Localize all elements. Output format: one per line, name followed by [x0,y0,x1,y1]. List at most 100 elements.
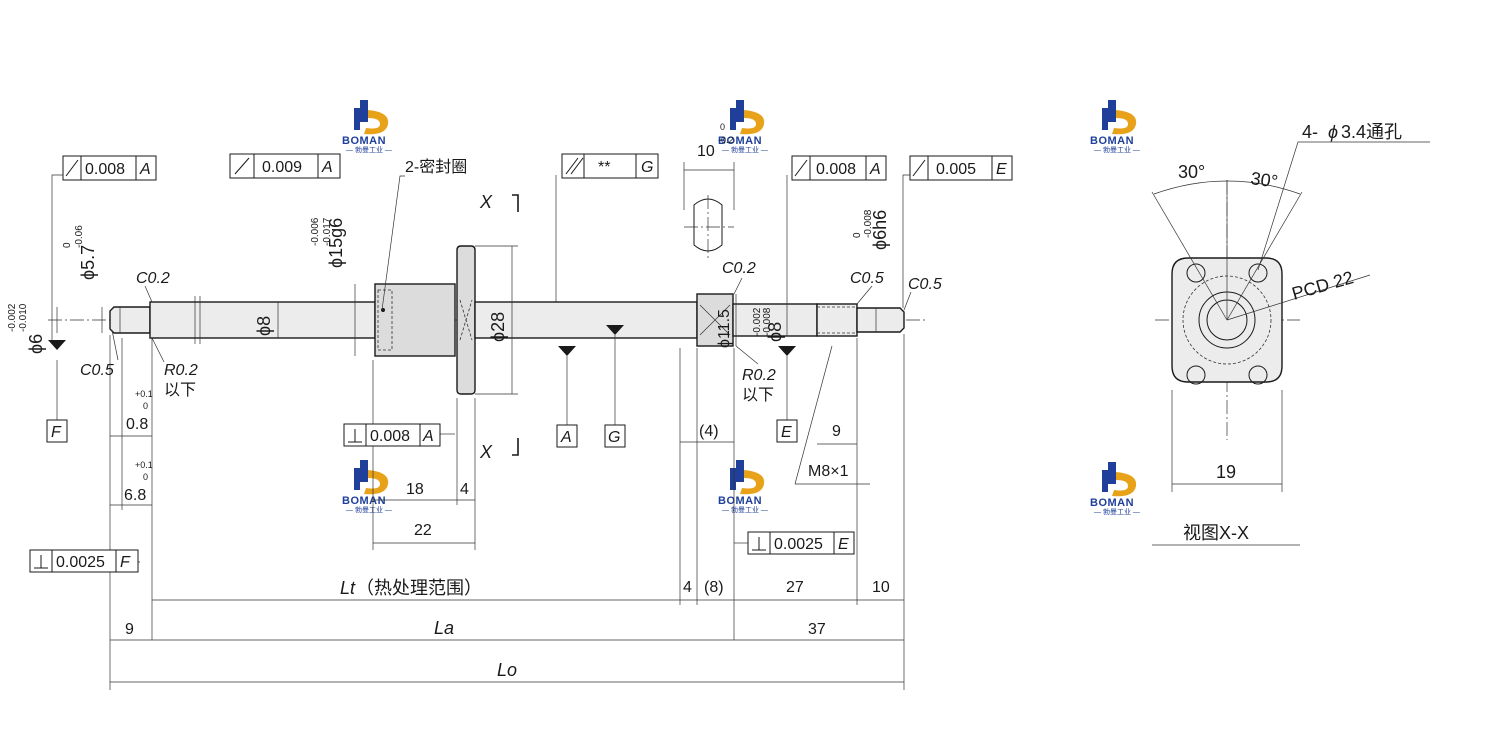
datum-a-triangle [558,346,576,356]
holes-phi: ϕ [1328,122,1338,142]
gdt-frame-perp-f: 0.0025 F [29,549,139,573]
section-mark-bottom: X [479,442,493,462]
screw-shaft-right [474,301,698,339]
brand-name: BOMAN [718,135,762,147]
svg-text:F: F [120,554,131,571]
datum-g-box: G [604,424,626,448]
datum-e-box: E [776,419,798,443]
mount-hole [1248,365,1268,385]
svg-text:0: 0 [852,232,863,238]
annotations: 2-密封圈 X X C0.2 C0.5 R0.2 以下 C0.2 R0.2 以下… [80,158,942,480]
svg-text:-0.002: -0.002 [7,303,18,332]
dim-v19: 19 [1216,462,1236,482]
svg-text:-0.06: -0.06 [74,225,85,248]
dim-t9: 9 [832,423,841,440]
svg-text:-0.002: -0.002 [752,307,763,336]
holes-count: 4- [1302,122,1318,142]
mount-hole [1248,263,1268,283]
angle-left: 30° [1178,162,1205,182]
dim-p4: (4) [699,423,719,440]
svg-text:0: 0 [62,242,73,248]
svg-text:0.005: 0.005 [936,161,976,178]
brand-subtitle: — 勃曼工业 — [346,145,392,154]
brand-logo: BOMAN — 勃曼工业 — [1090,462,1140,516]
svg-text:-0.008: -0.008 [863,209,874,238]
dim-La: La [434,618,454,638]
svg-text:**: ** [598,159,610,176]
brand-logo: BOMAN — 勃曼工业 — [342,100,392,154]
datum-f-box: F [46,419,68,443]
radius-right-note: 以下 [742,387,774,404]
pcd-label: PCD 22 [1290,267,1356,304]
chamfer-c05-right: C0.5 [908,276,942,293]
dim-w10: 10 [697,143,715,160]
dimension-lines [51,162,912,690]
chamfer-c02-left: C0.2 [136,270,170,287]
gdt-frame-runout-e: 0.005 E [909,155,1013,181]
datum-g-triangle [606,325,624,335]
dim-s8: (8) [704,579,724,596]
brand-subtitle: — 勃曼工业 — [1094,145,1140,154]
right-journal [732,303,818,337]
dim-Lo: Lo [497,660,517,680]
dim-b9: 9 [125,621,134,638]
dim-b37: 37 [808,621,826,638]
thread-label: M8×1 [808,463,849,480]
gdt-frame-runout-a-mid: 0.009 A [229,153,341,179]
brand-subtitle: — 勃曼工业 — [722,145,768,154]
ball-nut-body [374,283,456,357]
brand-logo: BOMAN — 勃曼工业 — [342,460,392,514]
radius-left: R0.2 [164,362,198,379]
svg-text:0: 0 [143,472,148,482]
svg-text:F: F [51,424,62,441]
dim-Lt: Lt [340,578,356,598]
svg-text:0: 0 [143,401,148,411]
dim-d15: ϕ15g6 [326,218,346,268]
dim-d57: ϕ5.7 [78,245,98,280]
key-section [693,198,723,252]
svg-text:E: E [838,536,849,553]
angle-right: 30° [1249,168,1279,192]
svg-text:+0.1: +0.1 [135,460,153,470]
chamfer-c05-mid: C0.5 [850,270,884,287]
section-mark-top: X [479,192,493,212]
svg-text:E: E [996,161,1007,178]
holes-dia: 3.4通孔 [1341,122,1402,142]
brand-subtitle: — 勃曼工业 — [1094,507,1140,516]
brand-name: BOMAN [342,495,386,507]
thread-section [816,303,858,337]
view-title: 视图X-X [1183,523,1249,543]
svg-text:0.008: 0.008 [85,161,125,178]
svg-text:0.0025: 0.0025 [774,536,823,553]
dim-g08: 0.8 [126,416,148,433]
svg-text:-0.017: -0.017 [322,217,333,246]
mount-hole [1186,263,1206,283]
brand-name: BOMAN [1090,497,1134,509]
brand-logo: BOMAN — 勃曼工业 — [718,100,768,154]
brand-logo: BOMAN — 勃曼工业 — [1090,100,1140,154]
dim-n18: 18 [406,481,424,498]
dim-d115: ϕ11.5 [716,309,733,348]
svg-text:0.0025: 0.0025 [56,554,105,571]
svg-text:A: A [560,429,572,446]
brand-name: BOMAN [342,135,386,147]
dim-d6h6: ϕ6h6 [870,210,890,250]
datum-f-triangle [48,340,66,350]
dim-n22: 22 [414,522,432,539]
mount-hole [1186,365,1206,385]
dim-s27: 27 [786,579,804,596]
dim-d6: ϕ6 [26,334,46,354]
svg-text:-0.006: -0.006 [310,217,321,246]
svg-text:G: G [641,159,653,176]
svg-text:+0.1: +0.1 [135,389,153,399]
dim-n4: 4 [460,481,469,498]
radius-left-note: 以下 [164,382,196,399]
view-xx: 4- ϕ 3.4通孔 PCD 22 30° 30° 19 视图X-X [1151,122,1430,546]
svg-text:-0.008: -0.008 [762,307,773,336]
svg-text:G: G [608,429,620,446]
dim-s10: 10 [872,579,890,596]
svg-text:-0.010: -0.010 [18,303,29,332]
gdt-frame-runout-a-right: 0.008 A [791,155,887,181]
chamfer-c05-left: C0.5 [80,362,114,379]
